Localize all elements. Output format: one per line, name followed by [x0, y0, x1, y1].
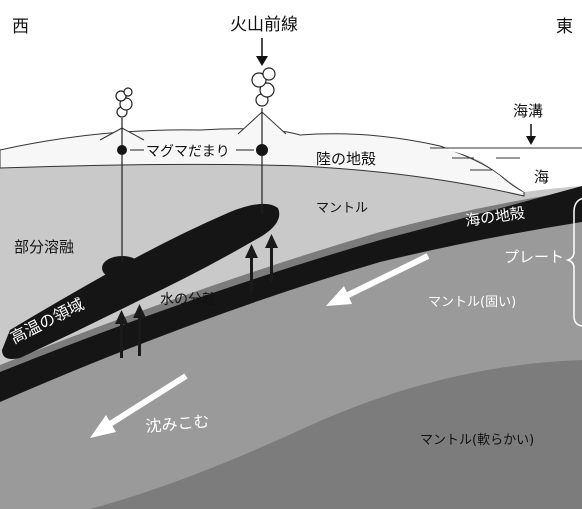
high-temp-zone	[2, 203, 280, 359]
rising-arrows-upper	[245, 234, 278, 292]
subduction-arrow-lower	[90, 373, 188, 438]
west-label: 西	[12, 17, 29, 37]
partial-melting-label: 部分溶融	[14, 238, 74, 256]
mantle-soft-label: マントル(軟らかい)	[420, 432, 534, 448]
eruption-plume-left	[115, 87, 133, 118]
rising-arrows-lower	[115, 304, 146, 358]
plate-mantle-hard	[0, 200, 582, 509]
partial-melt-blob	[102, 256, 142, 280]
sea-water	[430, 148, 582, 192]
mantle-wedge	[0, 150, 582, 365]
oceanic-crust-band	[0, 186, 582, 402]
mantle-hard-label: マントル(固い)	[428, 295, 516, 310]
mantle-label: マントル	[316, 201, 368, 216]
magma-chamber-right	[256, 144, 268, 156]
sea-label: 海	[534, 168, 549, 186]
plate-label: プレート	[504, 248, 564, 266]
trench-label: 海溝	[513, 102, 543, 120]
volcanic-front-label: 火山前線	[230, 15, 298, 35]
water-separation-label: 水の分離	[160, 291, 216, 308]
plate-bracket	[565, 197, 582, 327]
continental-crust-label: 陸の地殻	[316, 150, 376, 168]
eruption-plume-right	[251, 67, 276, 107]
magma-chamber-label: マグマだまり	[146, 144, 230, 160]
magma-chamber-left	[117, 145, 127, 155]
trench-arrow	[526, 124, 536, 145]
east-label: 東	[556, 17, 573, 37]
volcanic-front-arrow	[256, 38, 268, 66]
subduction-arrow-upper	[326, 253, 430, 306]
